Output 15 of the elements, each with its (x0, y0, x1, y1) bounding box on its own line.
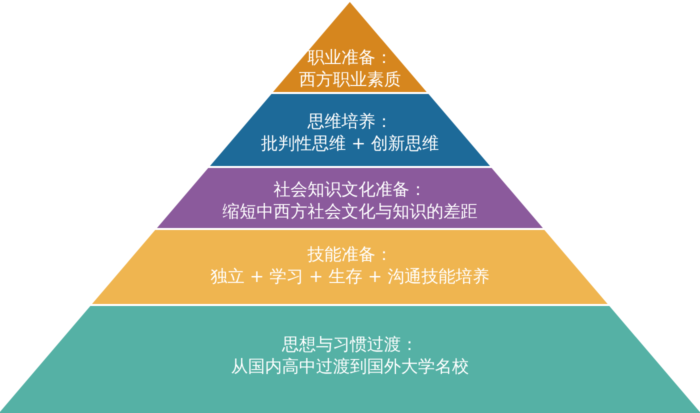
pyramid-level (210, 94, 490, 166)
level-heading: 社会知识文化准备： (273, 179, 426, 201)
level-heading: 职业准备： (307, 47, 392, 69)
pyramid-level (92, 230, 608, 304)
level-description: 从国内高中过渡到国外大学名校 (231, 356, 469, 378)
level-heading: 思想与习惯过渡： (282, 334, 418, 356)
level-heading: 思维培养： (308, 111, 392, 133)
pyramid-level (157, 168, 543, 228)
level-description: 独立 + 学习 + 生存 + 沟通技能培养 (210, 266, 490, 288)
level-description: 缩短中西方社会文化与知识的差距 (222, 201, 478, 223)
level-heading: 技能准备： (307, 244, 392, 266)
level-description: 西方职业素质 (298, 69, 401, 91)
pyramid-level (273, 2, 427, 92)
level-description: 批判性思维 + 创新思维 (260, 133, 440, 155)
pyramid-level (0, 306, 700, 413)
